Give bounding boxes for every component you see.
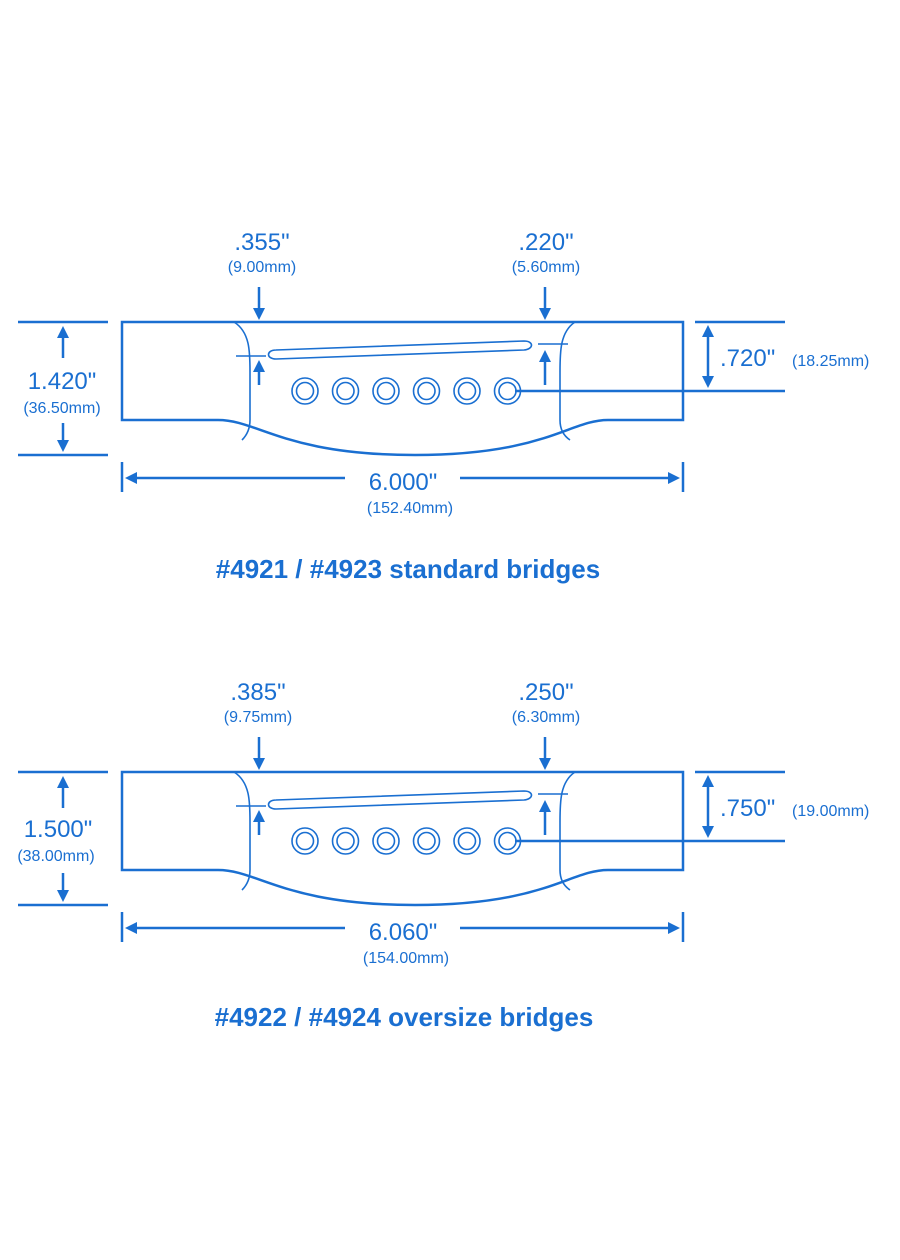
pin-hole-outer-ring xyxy=(412,827,441,855)
length-inches: 6.000" xyxy=(369,469,438,496)
right-slot-inches: .250" xyxy=(518,679,573,706)
height-arrow-bottom xyxy=(57,440,69,452)
left-slot-mm: (9.00mm) xyxy=(228,259,296,276)
left-slot-arrow xyxy=(253,308,265,320)
left-slot-offset-arrow xyxy=(253,810,265,822)
right-slot-offset-arrow xyxy=(539,800,551,812)
pin-hole xyxy=(372,377,400,405)
pin-hole-inner-ring xyxy=(336,381,355,401)
pin-hole-outer-ring xyxy=(453,827,481,855)
pin-hole-inner-ring xyxy=(457,831,477,851)
pin-hole-inner-ring xyxy=(295,831,315,851)
pin-line-arrow-top xyxy=(702,775,714,787)
pin-hole-inner-ring xyxy=(498,381,517,401)
right-slot-offset-arrow xyxy=(539,350,551,362)
left-slot-arrow xyxy=(253,758,265,770)
left-slot-inches: .355" xyxy=(234,229,289,256)
pin-hole xyxy=(372,827,400,855)
pin-hole-inner-ring xyxy=(376,831,396,851)
pin-hole xyxy=(291,827,319,855)
saddle-slot xyxy=(267,790,533,810)
length-arrow-right xyxy=(668,922,680,934)
pin-hole xyxy=(291,377,319,405)
pin-hole-outer-ring xyxy=(331,377,360,405)
bridge-pin-holes xyxy=(291,377,522,405)
length-arrow-left xyxy=(125,922,137,934)
length-inches: 6.060" xyxy=(369,919,438,946)
pin-hole xyxy=(412,827,441,855)
pin-line-inches: .750" xyxy=(720,795,775,822)
length-arrow-left xyxy=(125,472,137,484)
pin-hole-inner-ring xyxy=(457,381,477,401)
length-arrow-right xyxy=(668,472,680,484)
pin-hole-inner-ring xyxy=(417,831,436,851)
height-inches: 1.500" xyxy=(24,816,93,843)
height-inches: 1.420" xyxy=(28,368,97,395)
pin-hole-outer-ring xyxy=(291,377,319,405)
pin-line-mm: (19.00mm) xyxy=(792,803,869,820)
pin-hole-outer-ring xyxy=(372,827,400,855)
bridge-outline xyxy=(120,320,685,457)
left-slot-offset-arrow xyxy=(253,360,265,372)
saddle-slot xyxy=(267,340,533,360)
right-slot-inches: .220" xyxy=(518,229,573,256)
pin-line-arrow-bottom xyxy=(702,376,714,388)
pin-hole xyxy=(331,827,360,855)
standard-bridge-caption: #4921 / #4923 standard bridges xyxy=(216,554,600,584)
height-mm: (36.50mm) xyxy=(23,400,100,417)
pin-hole-inner-ring xyxy=(295,381,315,401)
length-mm: (152.40mm) xyxy=(367,500,453,517)
pin-hole-outer-ring xyxy=(453,377,481,405)
pin-hole-inner-ring xyxy=(417,381,436,401)
oversize-bridge-caption: #4922 / #4924 oversize bridges xyxy=(215,1002,594,1032)
pin-line-inches: .720" xyxy=(720,345,775,372)
length-mm: (154.00mm) xyxy=(363,950,449,967)
pin-hole xyxy=(453,827,481,855)
pin-hole-inner-ring xyxy=(336,831,355,851)
right-slot-mm: (5.60mm) xyxy=(512,259,580,276)
pin-hole xyxy=(331,377,360,405)
pin-hole xyxy=(412,377,441,405)
pin-hole-outer-ring xyxy=(331,827,360,855)
bridge-left-wing-line xyxy=(233,321,251,441)
left-slot-mm: (9.75mm) xyxy=(224,709,292,726)
oversize-bridge-drawing: .385" (9.75mm) .250" (6.30mm) 1.500" (38… xyxy=(17,679,869,1032)
pin-hole-outer-ring xyxy=(412,377,441,405)
standard-bridge-drawing: .355" (9.00mm) .220" (5.60mm) 1.420" (36… xyxy=(18,229,869,584)
pin-line-arrow-top xyxy=(702,325,714,337)
left-slot-inches: .385" xyxy=(230,679,285,706)
bridge-right-wing-line xyxy=(559,321,576,441)
height-mm: (38.00mm) xyxy=(17,848,94,865)
pin-hole-outer-ring xyxy=(372,377,400,405)
right-slot-mm: (6.30mm) xyxy=(512,709,580,726)
height-arrow-top xyxy=(57,326,69,338)
pin-hole xyxy=(453,377,481,405)
pin-line-arrow-bottom xyxy=(702,826,714,838)
pin-hole-inner-ring xyxy=(376,381,396,401)
bridge-pin-holes xyxy=(291,827,522,855)
pin-hole-outer-ring xyxy=(291,827,319,855)
bridge-right-wing-line xyxy=(559,771,576,891)
right-slot-arrow xyxy=(539,758,551,770)
height-arrow-bottom xyxy=(57,890,69,902)
pin-hole-inner-ring xyxy=(498,831,517,851)
height-arrow-top xyxy=(57,776,69,788)
right-slot-arrow xyxy=(539,308,551,320)
bridge-outline xyxy=(120,770,685,907)
bridge-left-wing-line xyxy=(233,771,251,891)
pin-line-mm: (18.25mm) xyxy=(792,353,869,370)
